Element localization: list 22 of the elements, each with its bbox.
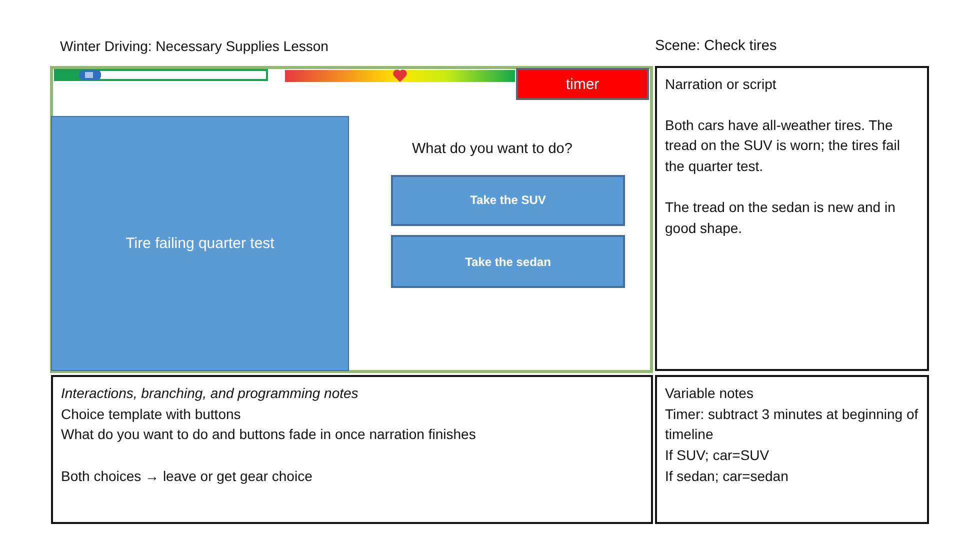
notes-text: If SUV; car=SUV [665,446,770,466]
lesson-title: Winter Driving: Necessary Supplies Lesson [60,37,328,56]
notes-text: Both choices → leave or get gear choice [61,467,314,486]
notes-text: Both cars have all-weather tires. The tread on the SUV is worn; the tires fail the quarter test. [665,116,901,176]
notes-panel [655,66,929,371]
panel-heading: Variable notes [665,384,754,403]
choice-button: Take the sedan [391,235,625,288]
notes-panel [51,375,653,524]
notes-text: Timer: subtract 3 minutes at beginning of timeline [665,404,919,444]
question-text: What do you want to do? [412,140,572,159]
choice-button: Take the SUV [391,175,625,226]
notes-text: If sedan; car=sedan [665,466,790,486]
timer-box: timer [516,68,649,100]
image-area: Tire failing quarter test [51,116,349,371]
scene-title: Scene: Check tires [655,37,777,56]
notes-text: The tread on the sedan is new and in good shape. [665,198,896,238]
panel-heading: Narration or script [665,75,778,94]
notes-text: Choice template with buttons [61,404,242,424]
notes-panel [655,375,929,524]
screen-frame [50,66,653,373]
notes-text: What do you want to do and buttons fade in once narration finishes [61,425,477,444]
panel-heading: Interactions, branching, and programming notes [61,384,360,403]
